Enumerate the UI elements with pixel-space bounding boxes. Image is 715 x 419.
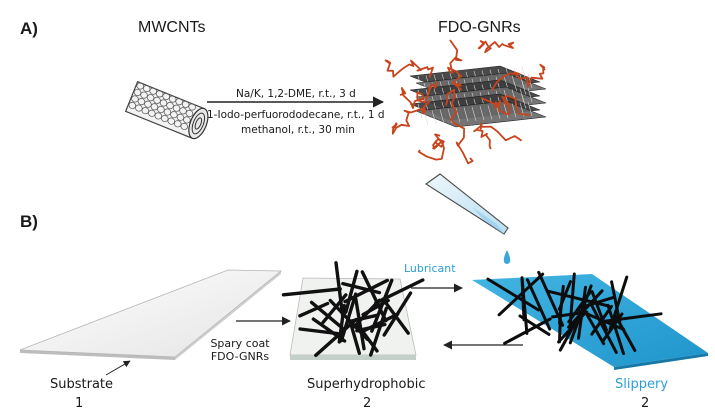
slippery-number: 2	[641, 396, 650, 411]
lubricant-drop-icon	[503, 250, 511, 264]
product-label: FDO-GNRs	[438, 19, 521, 36]
fdo-gnr-ribbons-icon	[384, 39, 547, 165]
condition-step-3: methanol, r.t., 30 min	[241, 124, 355, 136]
panel-a-label: A)	[20, 19, 38, 38]
superhydrophobic-number: 2	[363, 396, 372, 411]
reactant-label: MWCNTs	[138, 19, 206, 36]
lubricant-label: Lubricant	[404, 262, 456, 275]
substrate-plate	[19, 269, 283, 360]
slippery-plate	[472, 270, 708, 370]
substrate-number: 1	[75, 396, 84, 411]
superhydrophobic-plate	[281, 261, 425, 360]
substrate-pointer-arrow	[105, 360, 131, 376]
condition-step-1: Na/K, 1,2-DME, r.t., 3 d	[236, 88, 356, 100]
superhydrophobic-name: Superhydrophobic	[307, 377, 426, 392]
condition-step-2: 1-Iodo-perfuorododecane, r.t., 1 d	[207, 109, 385, 121]
substrate-name: Substrate	[50, 377, 114, 392]
panel-b-label: B)	[20, 212, 38, 231]
spray-step-line-1: Spary coat	[210, 337, 270, 350]
pipette-icon	[425, 173, 511, 264]
mwcnt-tube-icon	[124, 80, 209, 140]
spray-step-line-2: FDO-GNRs	[210, 350, 270, 363]
slippery-name: Slippery	[615, 377, 669, 392]
